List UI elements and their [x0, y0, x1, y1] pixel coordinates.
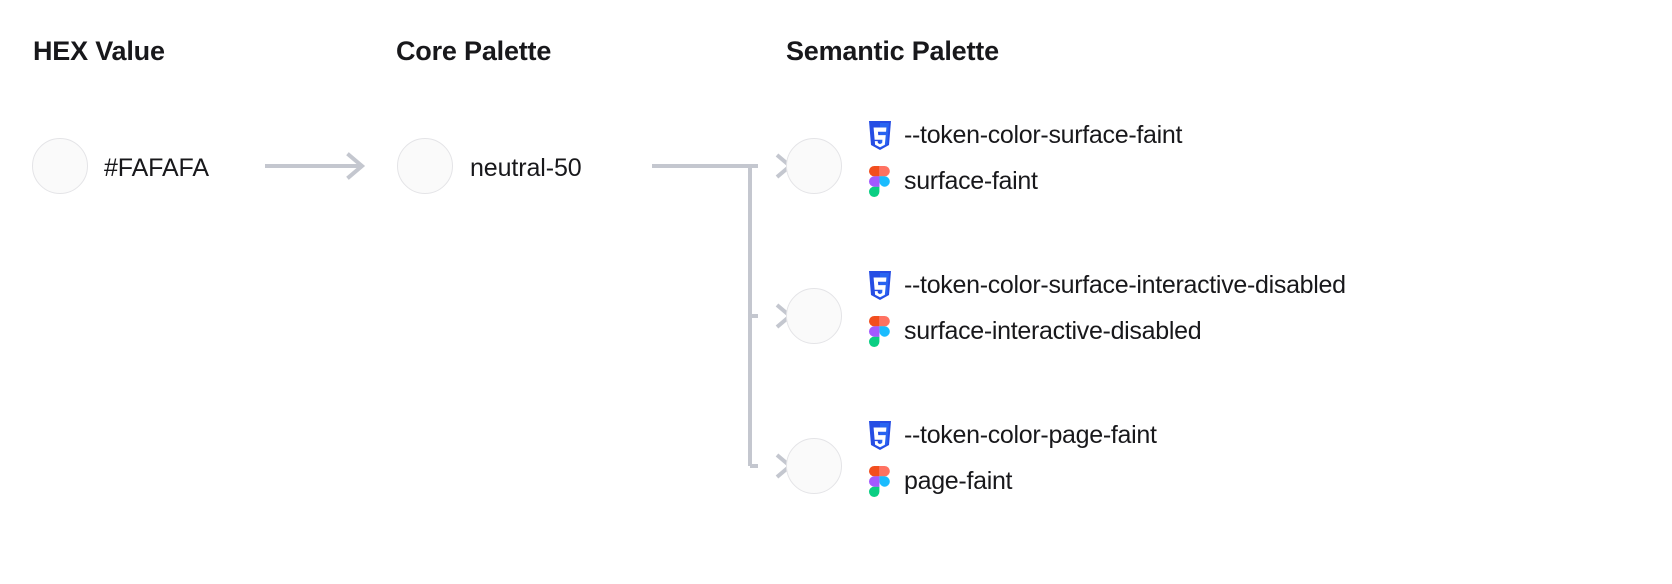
hex-value-label: #FAFAFA	[104, 154, 209, 182]
figma-icon	[866, 315, 893, 347]
semantic-row: --token-color-page-faint page-faint	[866, 412, 1666, 504]
figma-token-line: surface-interactive-disabled	[866, 308, 1666, 354]
css-token-line: --token-color-surface-interactive-disabl…	[866, 262, 1666, 308]
css-token-label: --token-color-page-faint	[904, 420, 1157, 449]
swatch-semantic-row-2	[786, 438, 842, 494]
semantic-row: --token-color-surface-faint surface-fain…	[866, 112, 1666, 204]
column-heading-hex-value: HEX Value	[33, 36, 165, 66]
figma-token-line: page-faint	[866, 458, 1666, 504]
figma-token-label: surface-faint	[904, 166, 1038, 195]
css-token-line: --token-color-page-faint	[866, 412, 1666, 458]
semantic-row: --token-color-surface-interactive-disabl…	[866, 262, 1666, 354]
figma-token-label: surface-interactive-disabled	[904, 316, 1202, 345]
figma-token-line: surface-faint	[866, 158, 1666, 204]
swatch-semantic-row-1	[786, 288, 842, 344]
css3-icon	[866, 420, 893, 450]
column-heading-semantic-palette: Semantic Palette	[786, 36, 999, 66]
figma-icon	[866, 465, 893, 497]
css-token-label: --token-color-surface-faint	[904, 120, 1183, 149]
figma-token-label: page-faint	[904, 466, 1013, 495]
column-heading-core-palette: Core Palette	[396, 36, 552, 66]
css-token-label: --token-color-surface-interactive-disabl…	[904, 270, 1346, 299]
css3-icon	[866, 270, 893, 300]
css3-icon	[866, 120, 893, 150]
figma-icon	[866, 165, 893, 197]
swatch-core-palette	[397, 138, 453, 194]
swatch-hex-value	[32, 138, 88, 194]
swatch-semantic-row-0	[786, 138, 842, 194]
core-palette-label: neutral-50	[470, 154, 582, 182]
css-token-line: --token-color-surface-faint	[866, 112, 1666, 158]
